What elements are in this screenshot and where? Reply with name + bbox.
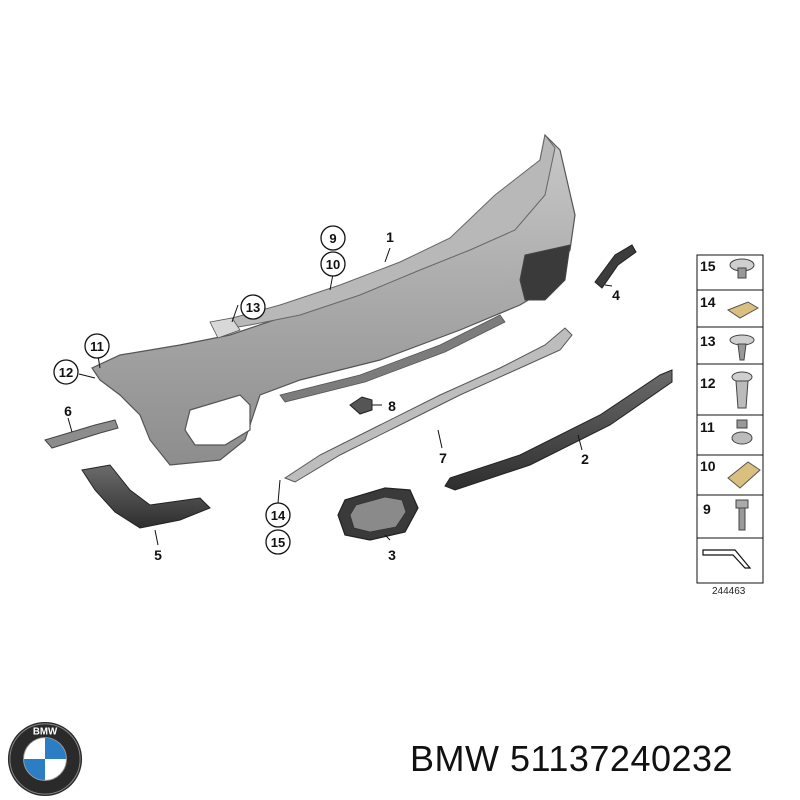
direction-arrow-icon [702,549,752,569]
part-number-caption: BMW 51137240232 [410,738,734,779]
lower-grille [444,369,673,491]
leader-lines [67,247,613,546]
legend-num-11: 11 [700,419,715,435]
clip-nut-icon [726,301,759,319]
svg-text:11: 11 [90,339,104,354]
parts-diagram: 9 10 13 11 12 14 15 1 2 3 4 5 6 7 8 [44,133,764,597]
grommet-icon [731,419,753,445]
side-bracket [44,419,119,449]
legend-num-13: 13 [700,333,716,349]
legend-num-14: 14 [700,294,716,310]
callout-12: 12 [53,359,79,385]
label-6: 6 [64,403,72,419]
corner-trim [81,464,211,529]
svg-text:14: 14 [271,508,286,523]
svg-text:9: 9 [329,231,336,246]
legend-num-15: 15 [700,258,716,274]
bolt-icon [735,499,749,531]
label-5: 5 [154,547,162,563]
label-7: 7 [439,450,447,466]
push-rivet-icon [729,258,755,279]
svg-text:BMW: BMW [33,727,58,738]
callout-10: 10 [320,251,346,277]
label-4: 4 [612,287,620,303]
clip-part [349,396,373,415]
fastener-legend: 15 14 13 12 11 10 9 [696,254,764,584]
fir-tree-clip-icon [731,371,753,409]
callout-13: 13 [240,294,266,320]
callout-11: 11 [84,333,110,359]
legend-num-12: 12 [700,375,716,391]
callout-15: 15 [265,529,291,555]
svg-text:12: 12 [59,365,73,380]
bumper-cover [91,133,576,466]
svg-text:10: 10 [326,257,340,272]
label-2: 2 [581,451,589,467]
fog-lamp-grille [337,487,419,541]
svg-text:13: 13 [246,300,260,315]
expanding-rivet-icon [729,334,755,361]
legend-num-9: 9 [703,501,711,517]
lower-trim-strip [283,327,573,483]
right-bracket [594,244,637,289]
legend-num-10: 10 [700,458,716,474]
diagram-id: 244463 [712,586,746,597]
bmw-logo: BMW [7,721,83,797]
spring-nut-icon [727,461,761,489]
callout-14: 14 [265,502,291,528]
label-8: 8 [388,398,396,414]
label-3: 3 [388,547,396,563]
callout-9: 9 [320,225,346,251]
svg-text:15: 15 [271,535,285,550]
label-1: 1 [386,229,394,245]
